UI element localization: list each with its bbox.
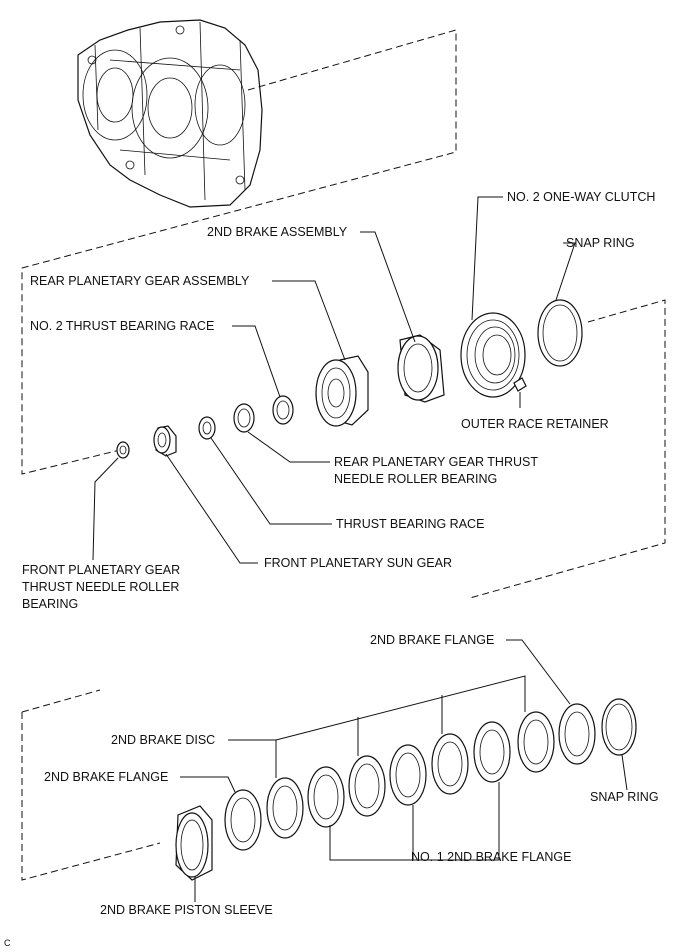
- rear-planetary-thrust-bearing: [233, 403, 255, 433]
- label-rear-planetary-thrust-bearing-2: NEEDLE ROLLER BEARING: [334, 472, 497, 486]
- upper-assembly-outline: [21, 29, 666, 599]
- outer-race-retainer: [513, 377, 527, 392]
- label-no2-one-way-clutch: NO. 2 ONE-WAY CLUTCH: [507, 190, 655, 204]
- second-brake-assembly: [397, 334, 445, 403]
- label-no1-second-brake-flange: NO. 1 2ND BRAKE FLANGE: [411, 850, 571, 864]
- second-brake-piston-sleeve: [175, 805, 213, 881]
- no1-second-brake-flange-2: [389, 744, 427, 806]
- label-second-brake-flange-left: 2ND BRAKE FLANGE: [44, 770, 168, 784]
- rear-planetary-gear-assembly: [315, 355, 369, 427]
- thrust-bearing-race: [198, 416, 216, 440]
- lower-assembly-outline: [21, 689, 161, 881]
- labels: NO. 2 ONE-WAY CLUTCH 2ND BRAKE ASSEMBLY …: [4, 190, 659, 948]
- second-brake-flange-top: [558, 703, 596, 765]
- label-thrust-bearing-race: THRUST BEARING RACE: [336, 517, 484, 531]
- label-no2-thrust-bearing-race: NO. 2 THRUST BEARING RACE: [30, 319, 214, 333]
- label-front-planetary-sun-gear: FRONT PLANETARY SUN GEAR: [264, 556, 452, 570]
- snap-ring-top: [537, 299, 583, 367]
- figure-code: C: [4, 938, 11, 948]
- lower-leader-lines: [180, 639, 628, 902]
- label-second-brake-flange-top: 2ND BRAKE FLANGE: [370, 633, 494, 647]
- label-second-brake-disc: 2ND BRAKE DISC: [111, 733, 215, 747]
- label-rear-planetary-thrust-bearing-1: REAR PLANETARY GEAR THRUST: [334, 455, 538, 469]
- label-snap-ring-bottom: SNAP RING: [590, 790, 659, 804]
- no1-second-brake-flange-1: [307, 766, 345, 828]
- snap-ring-bottom: [601, 698, 637, 756]
- no2-one-way-clutch: [460, 312, 526, 398]
- label-front-planetary-thrust-3: BEARING: [22, 597, 78, 611]
- label-second-brake-piston-sleeve: 2ND BRAKE PISTON SLEEVE: [100, 903, 273, 917]
- front-planetary-sun-gear: [153, 425, 177, 457]
- label-snap-ring-top: SNAP RING: [566, 236, 635, 250]
- label-front-planetary-thrust-2: THRUST NEEDLE ROLLER: [22, 580, 179, 594]
- second-brake-flange-left: [224, 789, 262, 851]
- upper-leader-lines: [92, 196, 576, 564]
- label-second-brake-assembly: 2ND BRAKE ASSEMBLY: [207, 225, 348, 239]
- label-front-planetary-thrust-1: FRONT PLANETARY GEAR: [22, 563, 180, 577]
- transmission-case: [77, 19, 263, 208]
- second-brake-disc-3: [431, 733, 469, 795]
- second-brake-disc-1: [266, 777, 304, 839]
- second-brake-disc-2: [348, 755, 386, 817]
- second-brake-disc-4: [517, 711, 555, 773]
- no1-second-brake-flange-3: [473, 721, 511, 783]
- no2-thrust-bearing-race: [272, 395, 294, 425]
- front-planetary-thrust-bearing: [116, 441, 130, 459]
- clutch-plates: [224, 698, 637, 851]
- label-outer-race-retainer: OUTER RACE RETAINER: [461, 417, 609, 431]
- label-rear-planetary-gear-assembly: REAR PLANETARY GEAR ASSEMBLY: [30, 274, 250, 288]
